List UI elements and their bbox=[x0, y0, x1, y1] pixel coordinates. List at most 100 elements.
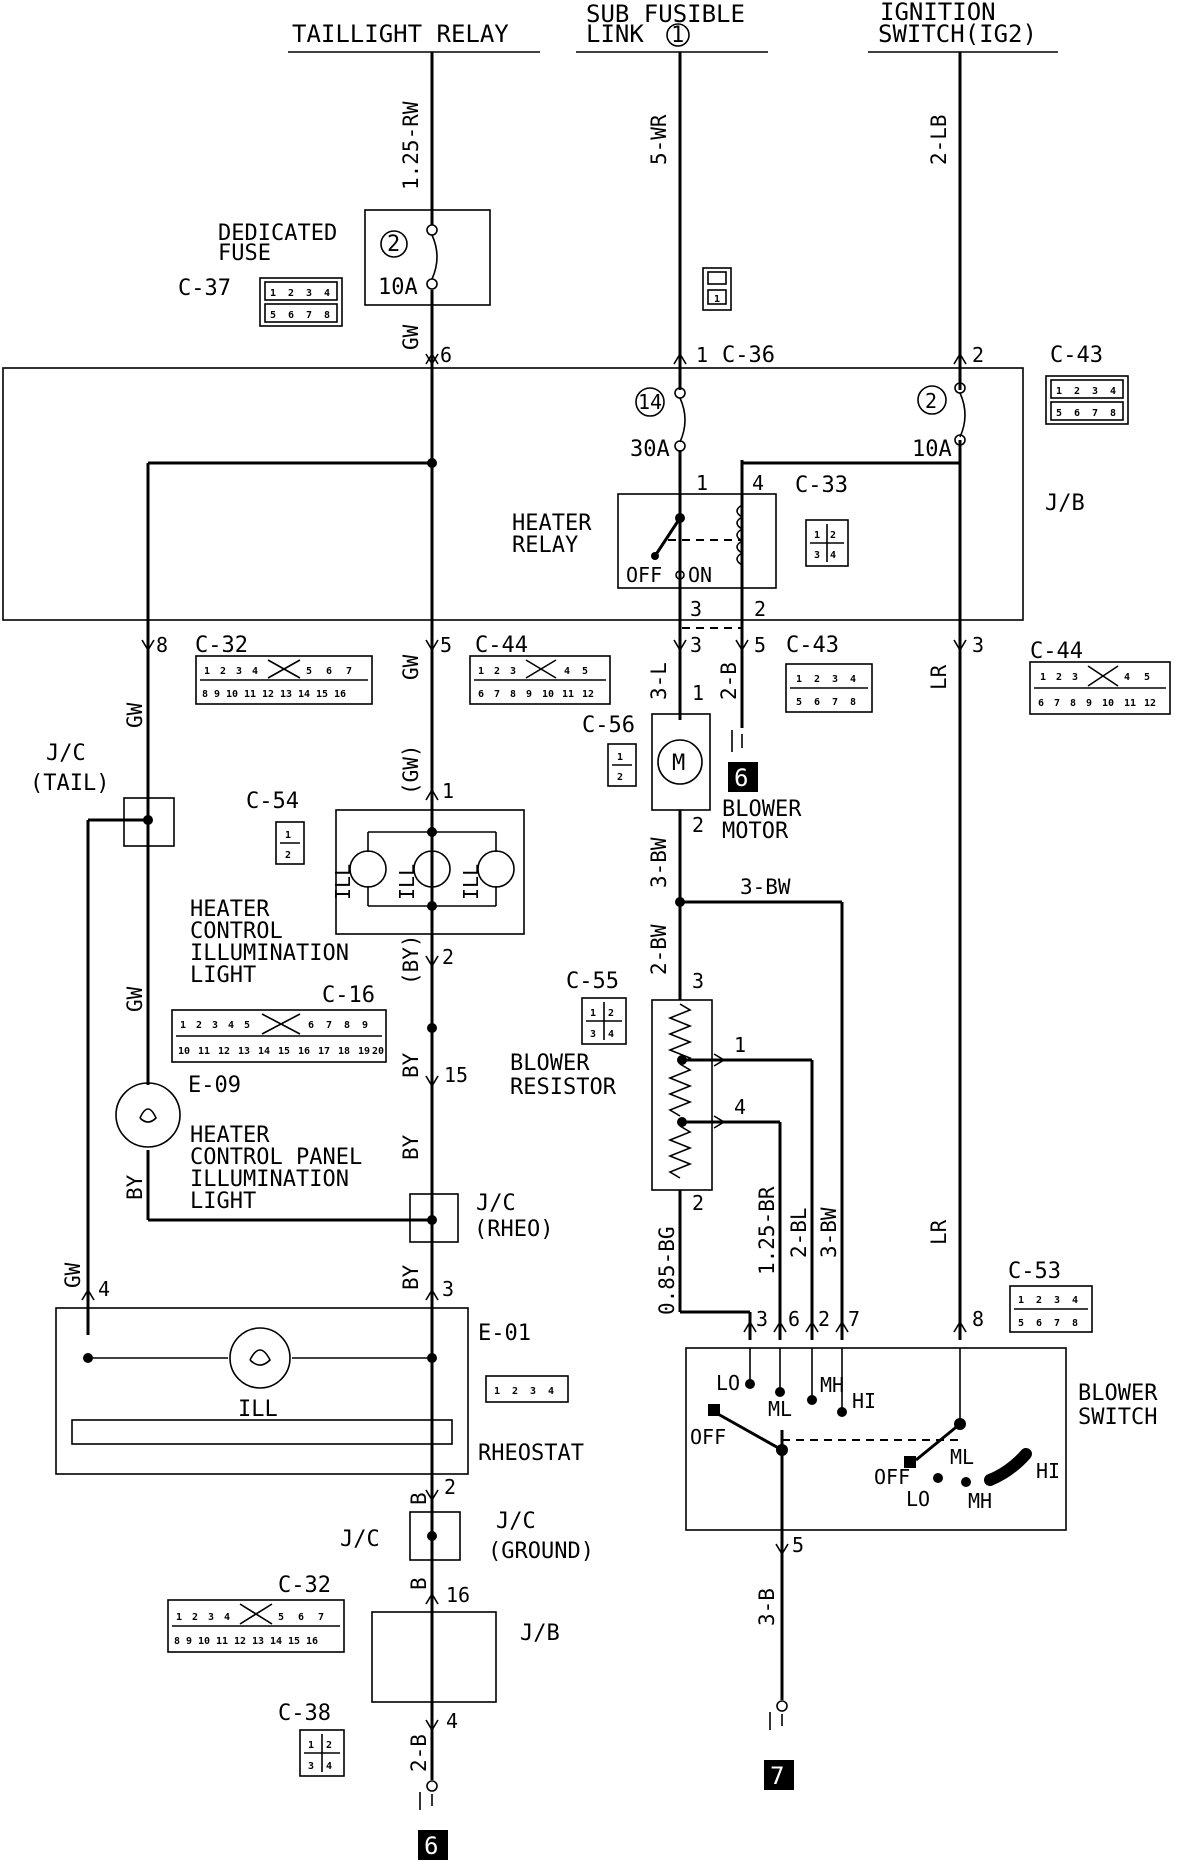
svg-text:4: 4 bbox=[1072, 1295, 1078, 1306]
pin-7-switch: 7 bbox=[848, 1307, 860, 1331]
connector-face-c16: 1 2 3 4 5 6 7 8 9 10 11 12 13 14 15 16 1… bbox=[171, 1009, 387, 1063]
svg-text:2: 2 bbox=[285, 850, 291, 861]
svg-text:4: 4 bbox=[224, 1612, 230, 1623]
connector-c36-label: C-36 bbox=[722, 343, 775, 368]
svg-text:5: 5 bbox=[796, 697, 802, 708]
sub-fusible-label-2: LINK bbox=[586, 20, 644, 48]
switch-ml-right-label: ML bbox=[950, 1445, 974, 1469]
svg-text:1: 1 bbox=[1056, 386, 1062, 397]
ill-label-1: ILL bbox=[331, 864, 355, 900]
svg-text:8: 8 bbox=[1110, 408, 1116, 419]
svg-text:7: 7 bbox=[494, 689, 500, 700]
jc-rheo-label: J/C bbox=[476, 1191, 516, 1216]
jb-bottom-label: J/B bbox=[520, 1621, 560, 1646]
connector-c54-label: C-54 bbox=[246, 789, 299, 814]
panel-light-label: HEATER bbox=[190, 1123, 270, 1148]
taillight-relay-label: TAILLIGHT RELAY bbox=[292, 20, 509, 48]
svg-text:15: 15 bbox=[316, 689, 328, 700]
connector-face-e01: 1 2 3 4 bbox=[485, 1375, 569, 1403]
wire-b-2: B bbox=[407, 1577, 431, 1590]
svg-text:6: 6 bbox=[308, 1020, 314, 1031]
svg-text:10: 10 bbox=[178, 1046, 190, 1057]
connector-c43-top-label: C-43 bbox=[1050, 343, 1103, 368]
jb-label: J/B bbox=[1045, 491, 1085, 516]
svg-text:8: 8 bbox=[202, 689, 208, 700]
svg-text:11: 11 bbox=[1124, 698, 1136, 709]
blower-motor: 1 M 2 BLOWER MOTOR 6 bbox=[651, 681, 802, 844]
svg-text:7: 7 bbox=[318, 1612, 324, 1623]
ill-label-2: ILL bbox=[395, 864, 419, 900]
rheostat-ill-label: ILL bbox=[238, 1397, 278, 1422]
svg-text:4: 4 bbox=[326, 1761, 332, 1772]
wire-3bw-horizontal: 3-BW bbox=[740, 875, 791, 899]
switch-mh-right-label: MH bbox=[968, 1489, 992, 1513]
source-sub-fusible-link: SUB FUSIBLE LINK 1 bbox=[576, 0, 768, 53]
svg-text:18: 18 bbox=[338, 1046, 350, 1057]
svg-text:2: 2 bbox=[1056, 672, 1062, 683]
connector-c55-label: C-55 bbox=[566, 969, 619, 994]
blower-switch: 3 6 2 7 8 LO ML MH HI OFF OFF LO ML MH H… bbox=[685, 1307, 1158, 1790]
pin-1-motor: 1 bbox=[692, 681, 704, 705]
connector-labels-row: C-32 C-44 C-43 C-44 C-56 C-54 C-16 C-55 … bbox=[188, 633, 1083, 1726]
fuse-10a-label: 10A bbox=[378, 275, 418, 300]
svg-text:2: 2 bbox=[608, 1008, 614, 1019]
svg-text:7: 7 bbox=[1092, 408, 1098, 419]
ground-6-bottom: 6 bbox=[424, 1832, 438, 1860]
svg-text:8: 8 bbox=[850, 697, 856, 708]
ignition-label-2: SWITCH(IG2) bbox=[878, 20, 1037, 48]
svg-text:16: 16 bbox=[334, 689, 346, 700]
svg-text:6: 6 bbox=[1036, 1318, 1042, 1329]
svg-text:11: 11 bbox=[562, 689, 574, 700]
svg-text:14: 14 bbox=[298, 689, 310, 700]
wire-b-1: B bbox=[407, 1492, 431, 1505]
svg-text:9: 9 bbox=[1086, 698, 1092, 709]
connector-face-c44-right: 1 2 3 4 5 6 7 8 9 10 11 12 bbox=[1029, 661, 1171, 715]
relay-on-label: ON bbox=[688, 563, 712, 587]
svg-text:13: 13 bbox=[252, 1636, 264, 1647]
wire-3bw-vertical: 3-BW bbox=[647, 837, 671, 888]
svg-text:5: 5 bbox=[1018, 1318, 1024, 1329]
svg-text:6: 6 bbox=[1074, 408, 1080, 419]
connector-c38-label: C-38 bbox=[278, 1701, 331, 1726]
wire-3bw-switch: 3-BW bbox=[817, 1207, 841, 1258]
wire-gw-paren: (GW) bbox=[399, 744, 423, 795]
svg-text:7: 7 bbox=[1054, 1318, 1060, 1329]
wire-labels: 1.25-RW 5-WR 2-LB GW GW (GW) GW GW BY GW… bbox=[61, 101, 951, 1772]
pin-5-jb-right: 5 bbox=[754, 633, 766, 657]
wire-gw-rheo: GW bbox=[61, 1262, 85, 1288]
wire-2lb: 2-LB bbox=[927, 114, 951, 165]
svg-text:20: 20 bbox=[372, 1046, 384, 1057]
svg-text:8: 8 bbox=[1070, 698, 1076, 709]
svg-text:3: 3 bbox=[208, 1612, 214, 1623]
pin-1-relay: 1 bbox=[696, 471, 708, 495]
switch-hi-right-label: HI bbox=[1036, 1459, 1060, 1483]
svg-text:1: 1 bbox=[494, 1386, 500, 1397]
jc-rheo: J/C (RHEO) bbox=[409, 1191, 553, 1243]
dedicated-fuse-label-2: FUSE bbox=[218, 241, 271, 266]
switch-off-right-label: OFF bbox=[874, 1465, 910, 1489]
svg-text:1: 1 bbox=[176, 1612, 182, 1623]
blower-motor-label-2: MOTOR bbox=[722, 819, 789, 844]
jc-rheo-label-2: (RHEO) bbox=[474, 1217, 553, 1242]
wire-125rw: 1.25-RW bbox=[399, 101, 423, 190]
heater-relay-label-2: RELAY bbox=[512, 533, 578, 558]
pin-4-rheostat: 4 bbox=[98, 1277, 110, 1301]
pin-arrows bbox=[81, 352, 967, 1732]
connector-face-c38: 1 2 3 4 bbox=[299, 1729, 345, 1777]
svg-text:8: 8 bbox=[174, 1636, 180, 1647]
wire-by-left: BY bbox=[123, 1174, 147, 1200]
connector-face-c43-mid: 1 2 3 4 5 6 7 8 bbox=[785, 663, 873, 713]
svg-text:8: 8 bbox=[344, 1020, 350, 1031]
relay-off-label: OFF bbox=[626, 563, 662, 587]
svg-text:7: 7 bbox=[306, 310, 312, 321]
svg-text:5: 5 bbox=[582, 666, 588, 677]
connector-c32-label: C-32 bbox=[195, 633, 248, 658]
svg-text:1: 1 bbox=[714, 294, 720, 305]
pin-15: 15 bbox=[444, 1063, 468, 1087]
pin-16: 16 bbox=[446, 1583, 470, 1607]
wire-2b: 2-B bbox=[717, 662, 741, 700]
svg-text:10: 10 bbox=[542, 689, 554, 700]
pin-8-jb: 8 bbox=[156, 633, 168, 657]
connector-e09-label: E-09 bbox=[188, 1073, 241, 1098]
sub-fusible-number: 1 bbox=[671, 23, 684, 48]
